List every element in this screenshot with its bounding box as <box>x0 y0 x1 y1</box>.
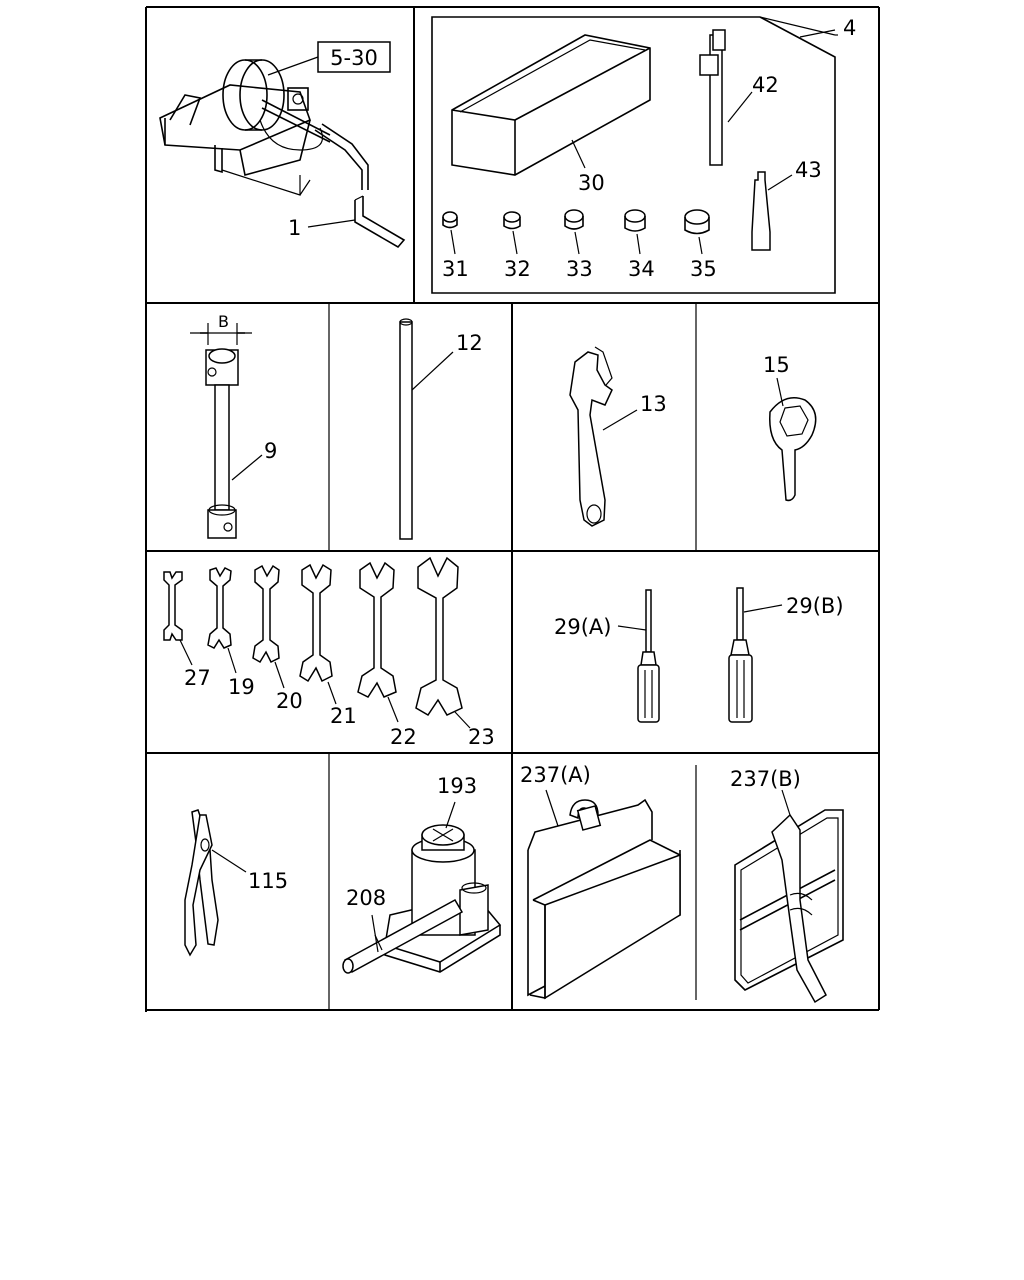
callout-1: 1 <box>288 216 356 240</box>
label-32: 32 <box>504 257 531 281</box>
label-43: 43 <box>795 158 822 182</box>
extension-bar-43: 43 <box>751 158 822 251</box>
label-29a: 29(A) <box>554 615 611 639</box>
wrench-20: 20 <box>252 564 303 713</box>
ref-5-30-tag: 5-30 <box>267 41 391 76</box>
label-34: 34 <box>628 257 655 281</box>
label-115: 115 <box>248 869 288 893</box>
label-4: 4 <box>843 16 856 40</box>
spanner-15: 15 <box>763 353 817 502</box>
socket-33: 33 <box>564 209 593 281</box>
tommy-bar-12: 12 <box>399 318 483 540</box>
tool-case-30: 30 <box>451 34 651 195</box>
jack-handle-208: 208 <box>342 886 464 974</box>
label-29b: 29(B) <box>786 594 844 618</box>
diagram-frame <box>145 6 880 1012</box>
label-22: 22 <box>390 725 417 749</box>
screwdriver-29a: 29(A) <box>554 589 660 723</box>
socket-34: 34 <box>624 209 655 281</box>
label-1: 1 <box>288 216 301 240</box>
callout-4: 4 <box>799 16 856 40</box>
wrench-23: 23 <box>415 556 495 749</box>
label-42: 42 <box>752 73 779 97</box>
adjustable-wrench-13: 13 <box>569 346 667 527</box>
socket-31: 31 <box>442 211 469 281</box>
label-23: 23 <box>468 725 495 749</box>
wrench-21: 21 <box>299 563 357 728</box>
label-19: 19 <box>228 675 255 699</box>
pliers-115: 115 <box>184 809 288 957</box>
screwdriver-29b: 29(B) <box>728 587 844 723</box>
tool-roll-237b: 237(B) <box>730 767 844 1004</box>
label-12: 12 <box>456 331 483 355</box>
tool-bag-237a: 237(A) <box>520 763 681 1000</box>
label-30: 30 <box>578 171 605 195</box>
socket-32: 32 <box>503 211 531 281</box>
ref-5-30-label: 5-30 <box>330 46 378 70</box>
label-35: 35 <box>690 257 717 281</box>
label-208: 208 <box>346 886 386 910</box>
socket-set-box-outline <box>431 16 838 294</box>
wrench-22: 22 <box>357 561 417 749</box>
label-193: 193 <box>437 774 477 798</box>
t-handle-42: 42 <box>699 29 779 166</box>
label-21: 21 <box>330 704 357 728</box>
label-33: 33 <box>566 257 593 281</box>
wrench-19: 19 <box>207 567 255 699</box>
box-wrench-9: B 9 <box>190 312 277 539</box>
label-237a: 237(A) <box>520 763 591 787</box>
wrench-27: 27 <box>163 571 211 690</box>
label-20: 20 <box>276 689 303 713</box>
label-15: 15 <box>763 353 790 377</box>
label-31: 31 <box>442 257 469 281</box>
socket-35: 35 <box>684 209 717 281</box>
label-27: 27 <box>184 666 211 690</box>
label-237b: 237(B) <box>730 767 801 791</box>
winch-assembly <box>159 59 406 249</box>
dimension-b-label: B <box>218 312 229 331</box>
label-13: 13 <box>640 392 667 416</box>
label-9: 9 <box>264 439 277 463</box>
